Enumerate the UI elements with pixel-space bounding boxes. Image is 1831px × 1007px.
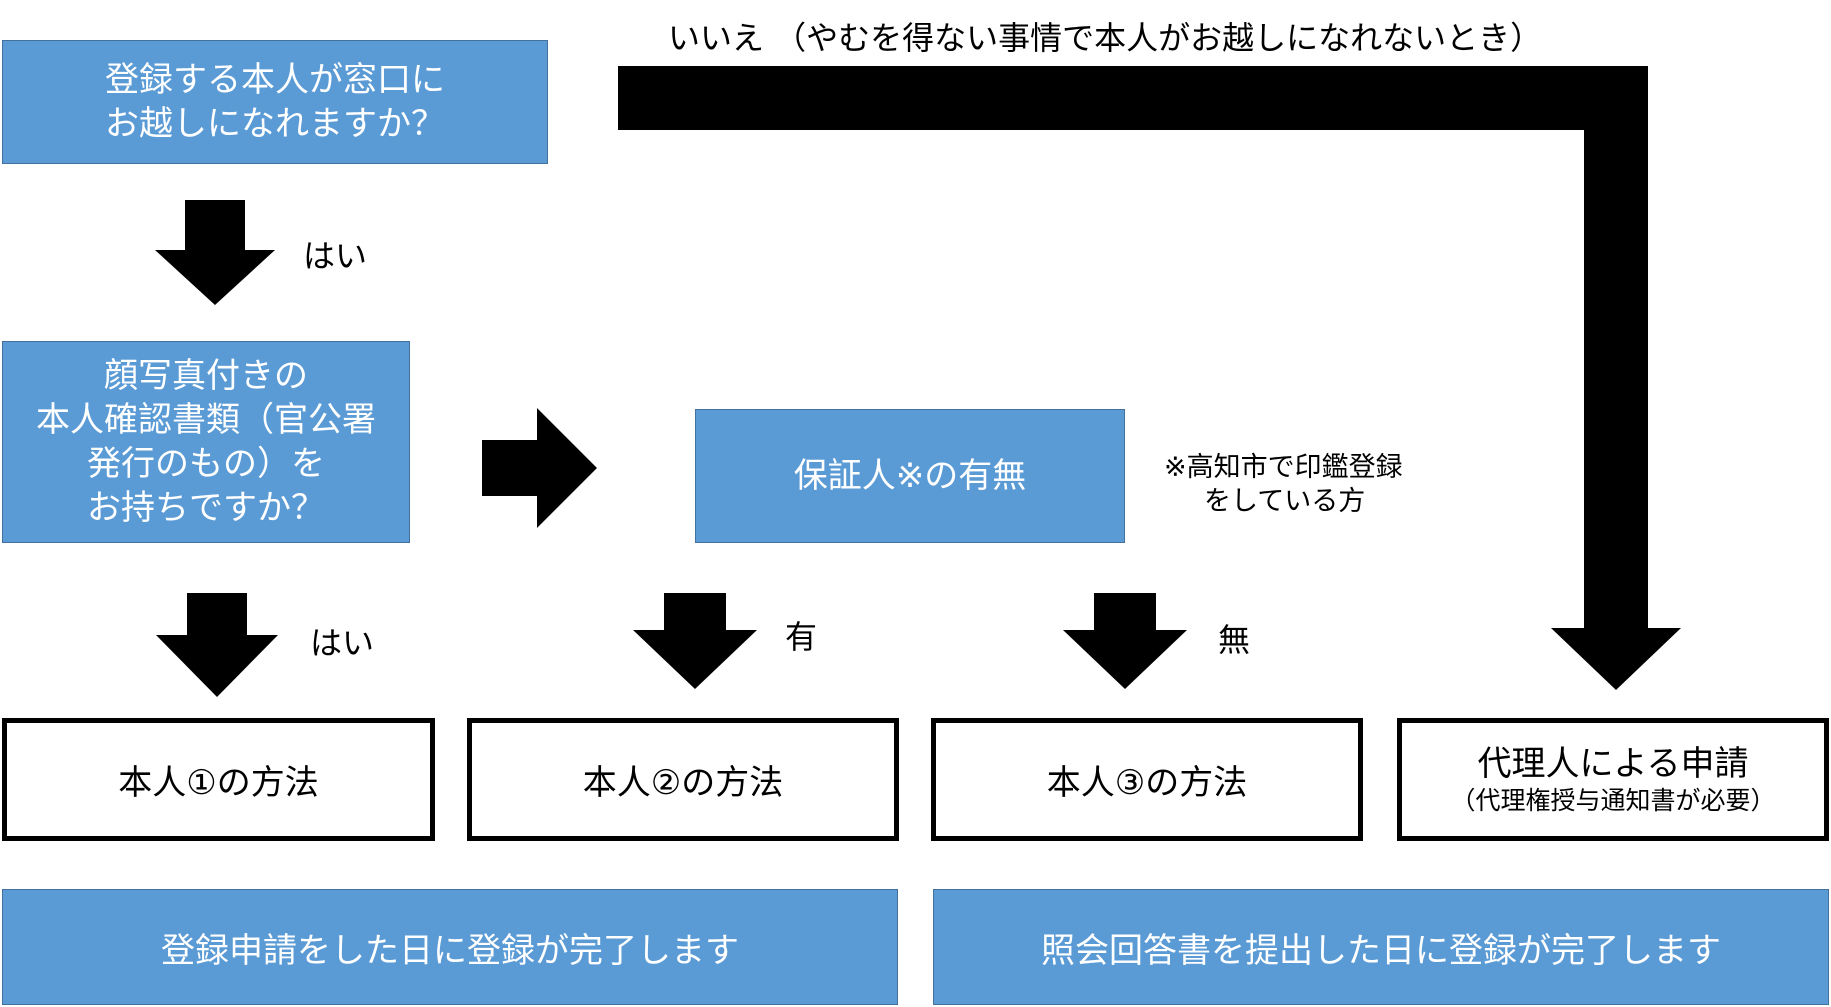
yes-label-1: はい — [303, 237, 368, 275]
question-can-visit-line1: 登録する本人が窓口に — [105, 60, 445, 100]
guarantor-box: 保証人※の有無 — [695, 409, 1125, 543]
question-photo-id-line3: 発行のもの）を — [87, 444, 325, 484]
method-2-box: 本人②の方法 — [467, 718, 899, 841]
has-label: 有 — [785, 618, 818, 656]
down-arrow-none — [1063, 593, 1187, 689]
method-3-label: 本人③の方法 — [1046, 763, 1248, 803]
question-can-visit-box: 登録する本人が窓口に お越しになれますか？ — [2, 40, 548, 164]
guarantor-note-line2: をしている方 — [1204, 486, 1366, 517]
result-reply-day-label: 照会回答書を提出した日に登録が完了します — [1041, 930, 1721, 971]
result-same-day-label: 登録申請をした日に登録が完了します — [161, 930, 739, 971]
down-arrow-has — [633, 593, 757, 689]
question-photo-id-box: 顔写真付きの 本人確認書類（官公署 発行のもの）を お持ちですか？ — [2, 341, 410, 543]
proxy-application-note: （代理権授与通知書が必要） — [1450, 785, 1776, 815]
method-1-label: 本人①の方法 — [118, 763, 319, 803]
none-label: 無 — [1218, 621, 1251, 659]
method-1-box: 本人①の方法 — [2, 718, 435, 841]
result-reply-day-box: 照会回答書を提出した日に登録が完了します — [933, 889, 1829, 1005]
question-photo-id-line2: 本人確認書類（官公署 — [36, 400, 376, 440]
no-branch-label: いいえ （やむを得ない事情で本人がお越しになれないとき） — [668, 19, 1543, 57]
question-photo-id-line4: お持ちですか？ — [87, 488, 325, 528]
guarantor-label: 保証人※の有無 — [793, 456, 1027, 496]
method-2-label: 本人②の方法 — [582, 763, 784, 803]
proxy-application-box: 代理人による申請 （代理権授与通知書が必要） — [1397, 718, 1829, 841]
no-branch-elbow-arrow — [618, 66, 1681, 690]
proxy-application-title: 代理人による申請 — [1477, 743, 1749, 784]
guarantor-note-line1: ※高知市で印鑑登録 — [1164, 452, 1403, 483]
yes-label-2: はい — [310, 624, 375, 662]
right-arrow-to-guarantor — [482, 408, 597, 528]
method-3-box: 本人③の方法 — [931, 718, 1363, 841]
down-arrow-yes-2 — [156, 593, 278, 697]
question-photo-id-line1: 顔写真付きの — [104, 356, 308, 396]
down-arrow-yes-1 — [155, 200, 275, 305]
result-same-day-box: 登録申請をした日に登録が完了します — [2, 889, 898, 1005]
question-can-visit-line2: お越しになれますか？ — [105, 104, 445, 144]
